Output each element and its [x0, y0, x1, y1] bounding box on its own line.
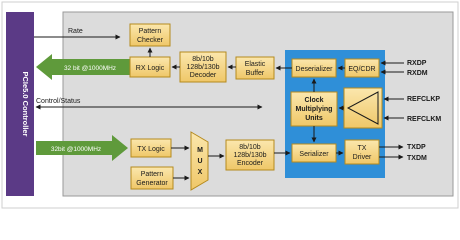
txdm-label: TXDM	[407, 155, 427, 162]
pattern-generator-line2: Generator	[136, 180, 168, 187]
tx-encoder-line2: 128b/130b	[233, 152, 266, 159]
rx-decoder-block	[179, 51, 227, 83]
rx-logic-label: RX Logic	[136, 65, 165, 72]
deserializer-label: Deserializer	[296, 66, 334, 73]
rxdm-label: RXDM	[407, 70, 428, 77]
clock-buffer-block	[343, 87, 383, 129]
phy-block-diagram: PCIe5.0 Controller Rate Control/Status 3…	[1, 1, 459, 209]
tx-encoder-line3: Encoder	[237, 160, 264, 167]
control-status-label: Control/Status	[36, 98, 81, 105]
pattern-checker-block	[129, 23, 171, 47]
rx-decoder-line1: 8b/10b	[192, 56, 214, 63]
rxdp-label: RXDP	[407, 60, 427, 67]
mux-letter-u: U	[197, 158, 202, 165]
tx-bus-arrow	[36, 135, 128, 161]
elastic-buffer-line1: Elastic	[245, 61, 266, 68]
mux-letter-m: M	[197, 147, 203, 154]
mux-block	[190, 131, 209, 191]
clock-buffer-triangle-icon	[346, 91, 379, 125]
tx-logic-label: TX Logic	[137, 146, 165, 153]
pattern-checker-line2: Checker	[137, 37, 164, 44]
tx-encoder-block	[225, 139, 275, 171]
rx-decoder-line3: Decoder	[190, 72, 217, 79]
clock-units-line2: Multiplying	[296, 106, 333, 113]
refclkp-label: REFCLKP	[407, 96, 440, 103]
tx-bus-label: 32bit @1000MHz	[51, 146, 101, 153]
clock-units-line1: Clock	[304, 97, 323, 104]
elastic-buffer-line2: Buffer	[246, 70, 265, 77]
controller-bar	[6, 12, 34, 196]
tx-driver-block	[344, 139, 380, 165]
txdp-label: TXDP	[407, 144, 426, 151]
controller-label: PCIe5.0 Controller	[21, 71, 30, 136]
rate-label: Rate	[68, 28, 83, 35]
eq-cdr-label: EQ/CDR	[348, 66, 375, 73]
serializer-label: Serializer	[299, 151, 329, 158]
rx-decoder-line2: 128b/130b	[186, 64, 219, 71]
tx-encoder-line1: 8b/10b	[239, 144, 261, 151]
tx-driver-line1: TX	[358, 145, 367, 152]
rx-bus-label: 32 bit @1000MHz	[64, 65, 116, 72]
rx-bus-arrow	[36, 54, 130, 80]
clock-multiplying-units-block	[290, 91, 338, 127]
mux-letter-x: X	[198, 169, 203, 176]
refclkm-label: REFCLKM	[407, 116, 441, 123]
pattern-generator-line1: Pattern	[141, 171, 164, 178]
pattern-checker-line1: Pattern	[139, 28, 162, 35]
tx-driver-line2: Driver	[353, 154, 372, 161]
clock-units-line3: Units	[305, 115, 323, 122]
elastic-buffer-block	[235, 56, 275, 80]
